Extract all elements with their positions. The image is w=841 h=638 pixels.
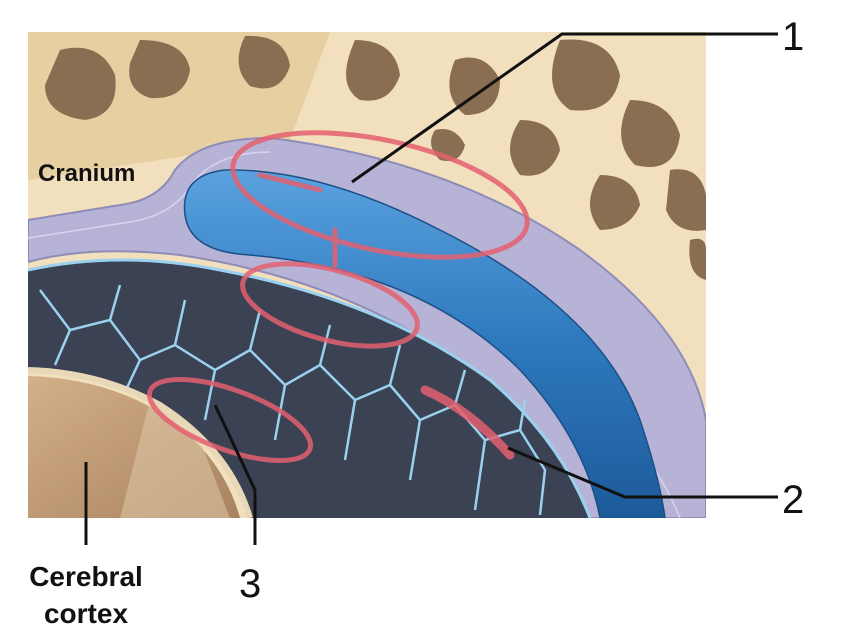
subarachnoid-space [28, 260, 590, 518]
cortex-label: cortex [44, 598, 128, 629]
pia-mater [28, 367, 253, 518]
label-1: 1 [782, 15, 804, 59]
cerebral-label: Cerebral [29, 561, 143, 592]
arachnoid-mater [28, 258, 592, 518]
red-annotations [146, 130, 530, 463]
leader-lines [84, 32, 778, 545]
leader-line-2 [507, 446, 778, 499]
bone-pores [45, 35, 706, 280]
cranium-label: Cranium [38, 160, 135, 187]
illustration [28, 32, 706, 518]
cortex-highlight [120, 400, 230, 518]
leader-line-1 [351, 32, 778, 184]
arachnoid-trabeculae [39, 284, 547, 516]
leader-line-3 [213, 404, 257, 545]
label-3: 3 [239, 562, 261, 606]
label-2: 2 [782, 478, 804, 522]
